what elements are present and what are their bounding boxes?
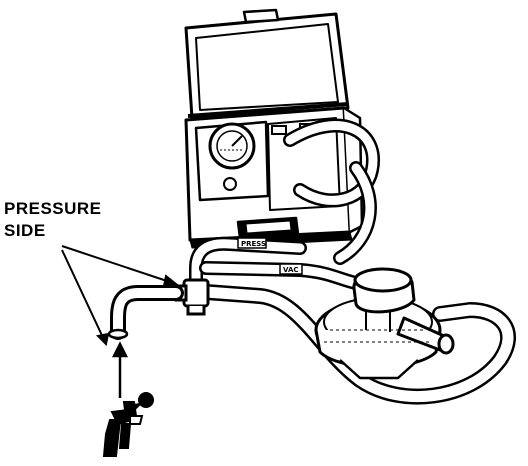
pipe-opening bbox=[107, 328, 129, 340]
vac-label: VAC bbox=[283, 266, 299, 274]
callout-arrows bbox=[61, 245, 179, 347]
vacuum-diaphragm-icon bbox=[314, 267, 455, 380]
pressure-side-callout: PRESSURE SIDE bbox=[4, 198, 102, 242]
callout-line-1: PRESSURE bbox=[4, 199, 102, 218]
air-gun-icon bbox=[102, 392, 154, 457]
press-label: PRESS bbox=[241, 240, 266, 248]
hose-labels: PRESS VAC bbox=[237, 237, 303, 275]
air-arrow bbox=[111, 341, 129, 398]
pressure-side-pipe bbox=[110, 285, 184, 340]
pressure-gauge-icon bbox=[208, 122, 256, 191]
hoses bbox=[189, 118, 516, 405]
callout-line-2: SIDE bbox=[4, 221, 46, 240]
